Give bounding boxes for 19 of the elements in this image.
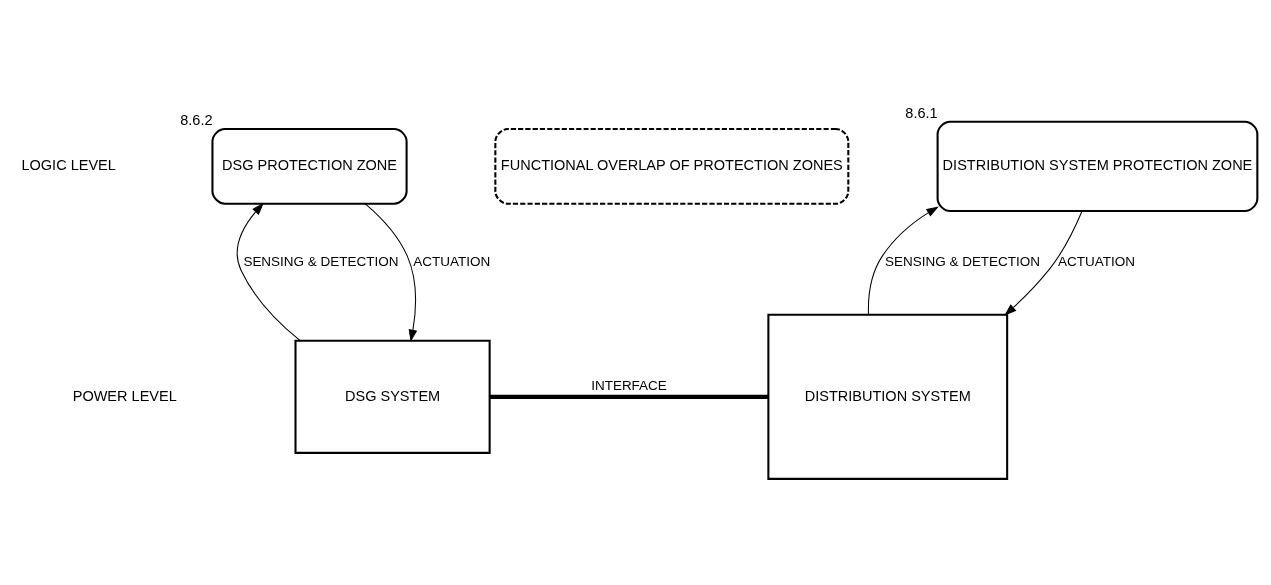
node-label: 8.6.2 <box>180 112 213 129</box>
edge-label: ACTUATION <box>413 254 491 270</box>
node-box: DISTRIBUTION SYSTEM PROTECTION ZONE <box>936 120 1259 213</box>
label: POWER LEVEL <box>72 387 177 404</box>
edge-label: ACTUATION <box>1057 254 1135 270</box>
edge-label: SENSING & DETECTION <box>243 254 399 270</box>
arrow <box>364 203 418 343</box>
node-box: DSG PROTECTION ZONE <box>211 127 408 205</box>
arrow <box>867 206 939 316</box>
node-box: DSG SYSTEM <box>294 339 491 454</box>
node-box: DISTRIBUTION SYSTEM <box>767 313 1009 480</box>
node-box: FUNCTIONAL OVERLAP OF PROTECTION ZONES <box>494 127 850 205</box>
node-label: 8.6.1 <box>905 104 938 121</box>
arrow <box>236 202 301 342</box>
arrow <box>1004 210 1083 316</box>
label: LOGIC LEVEL <box>21 157 116 174</box>
edge-label: INTERFACE <box>591 377 667 393</box>
connector <box>489 394 768 399</box>
edge-label: SENSING & DETECTION <box>884 254 1041 270</box>
